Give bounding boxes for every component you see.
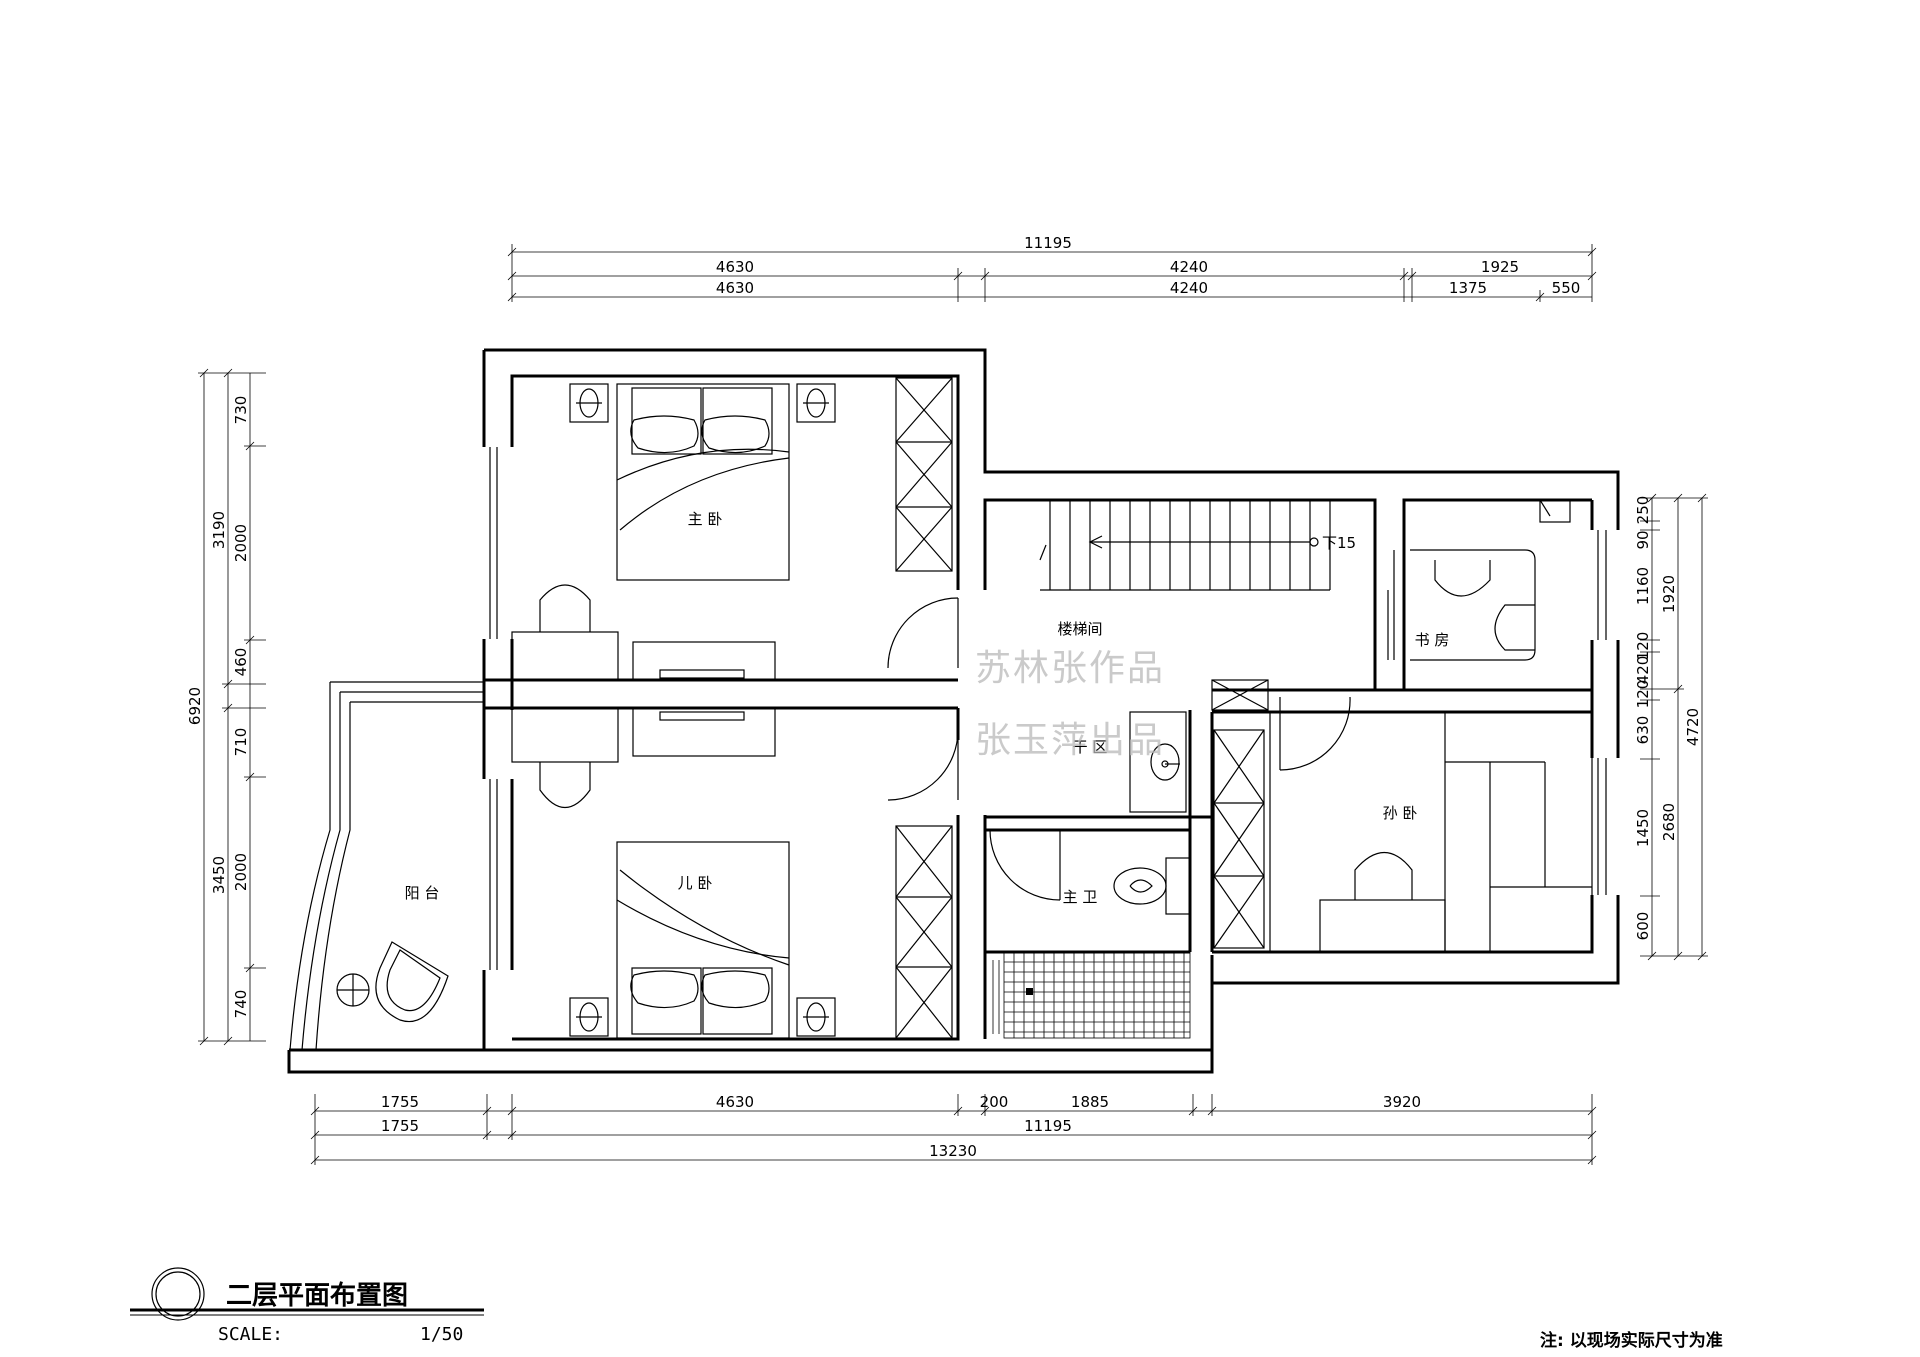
- dim-right-r1-6: 120: [1634, 680, 1652, 709]
- master-bath-fixtures: [1113, 857, 1191, 915]
- stair-down-label: 下15: [1322, 534, 1356, 552]
- room-label-dry-area: 干 区: [1073, 738, 1108, 756]
- windows: [489, 447, 1607, 970]
- dim-bottom-r2-2: 11195: [1024, 1117, 1072, 1135]
- shower-tile-grid: [992, 951, 1191, 1039]
- dim-right-r1-9: 600: [1634, 912, 1652, 941]
- dim-left-r2-3: 460: [232, 648, 250, 677]
- dim-top-r1-3: 1925: [1481, 258, 1519, 276]
- floor-drain: [1026, 988, 1033, 995]
- dim-bottom-r1-3: 200: [980, 1093, 1009, 1111]
- dim-right-r1-4: 120: [1634, 632, 1652, 661]
- room-label-child-bedroom: 儿 卧: [678, 874, 713, 892]
- dim-left-r1-1: 3190: [210, 511, 228, 549]
- grandchild-furniture: [1319, 711, 1593, 953]
- balcony-rails: [289, 681, 484, 1051]
- balcony-chair: [336, 941, 449, 1023]
- master-desk: [511, 584, 776, 681]
- dim-left-r2-1: 730: [232, 396, 250, 425]
- dim-bottom-r1-2: 4630: [716, 1093, 754, 1111]
- room-label-stairwell: 楼梯间: [1057, 620, 1102, 638]
- dim-top-r2-2: 4240: [1170, 279, 1208, 297]
- dim-right-r1-5: 420: [1634, 656, 1652, 685]
- dim-top-r2-3: 1375: [1449, 279, 1487, 297]
- watermark-line-1: 苏林张作品: [975, 648, 1165, 689]
- dim-right-r1-7: 630: [1634, 716, 1652, 745]
- scale-label: SCALE:: [218, 1324, 283, 1345]
- dim-right-r1-1: 250: [1634, 496, 1652, 525]
- child-wardrobe: [895, 825, 953, 1039]
- top-dimension-lines: [507, 244, 1597, 302]
- dim-bottom-r1-1: 1755: [381, 1093, 419, 1111]
- dim-bottom-r1-5: 3920: [1383, 1093, 1421, 1111]
- dim-top-r2-1: 4630: [716, 279, 754, 297]
- watermark-line-2: 张玉萍出品: [975, 720, 1165, 761]
- dim-top-total: 11195: [1024, 234, 1072, 252]
- dim-right-r1-3: 1160: [1634, 567, 1652, 605]
- dim-bottom-total: 13230: [929, 1142, 977, 1160]
- dim-right-total: 4720: [1684, 708, 1702, 746]
- dry-area-basin: [1129, 711, 1187, 813]
- dim-right-r2-2: 2680: [1660, 803, 1678, 841]
- drawing-title: 二层平面布置图: [226, 1281, 408, 1311]
- doors: [887, 550, 1395, 901]
- grandchild-wardrobe: [1211, 679, 1271, 952]
- right-dimension-lines: [1640, 493, 1708, 961]
- study-furniture: [1410, 499, 1571, 661]
- title-block: [130, 1267, 484, 1321]
- dim-left-total: 6920: [186, 687, 204, 725]
- scale-value: 1/50: [420, 1324, 463, 1345]
- child-desk: [511, 707, 776, 808]
- master-wardrobe: [895, 377, 953, 572]
- dim-top-r2-4: 550: [1552, 279, 1581, 297]
- dimension-note: 注: 以现场实际尺寸为准: [1540, 1330, 1723, 1351]
- room-label-grandchild-bedroom: 孙 卧: [1383, 804, 1418, 822]
- stairs: [1039, 500, 1331, 591]
- dim-left-r2-5: 2000: [232, 853, 250, 891]
- left-dimension-lines: [198, 368, 266, 1046]
- child-bed: [569, 841, 836, 1039]
- dim-bottom-r1-4: 1885: [1071, 1093, 1109, 1111]
- master-bed: [569, 383, 836, 581]
- dim-top-r1-2: 4240: [1170, 258, 1208, 276]
- room-label-master-bedroom: 主 卧: [688, 510, 723, 528]
- room-label-master-bath: 主 卫: [1063, 888, 1098, 906]
- dim-left-r2-6: 740: [232, 990, 250, 1019]
- room-label-study: 书 房: [1415, 631, 1450, 649]
- dim-left-r1-2: 3450: [210, 856, 228, 894]
- dim-top-r1-1: 4630: [716, 258, 754, 276]
- dim-left-r2-2: 2000: [232, 524, 250, 562]
- bottom-dimension-lines: [310, 1094, 1597, 1165]
- dim-right-r2-1: 1920: [1660, 575, 1678, 613]
- room-label-balcony: 阳 台: [405, 884, 440, 902]
- dim-left-r2-4: 710: [232, 728, 250, 757]
- dim-bottom-r2-1: 1755: [381, 1117, 419, 1135]
- exterior-walls: [287, 348, 1620, 1074]
- dim-right-r1-8: 1450: [1634, 809, 1652, 847]
- dim-right-r1-2: 90: [1634, 530, 1652, 549]
